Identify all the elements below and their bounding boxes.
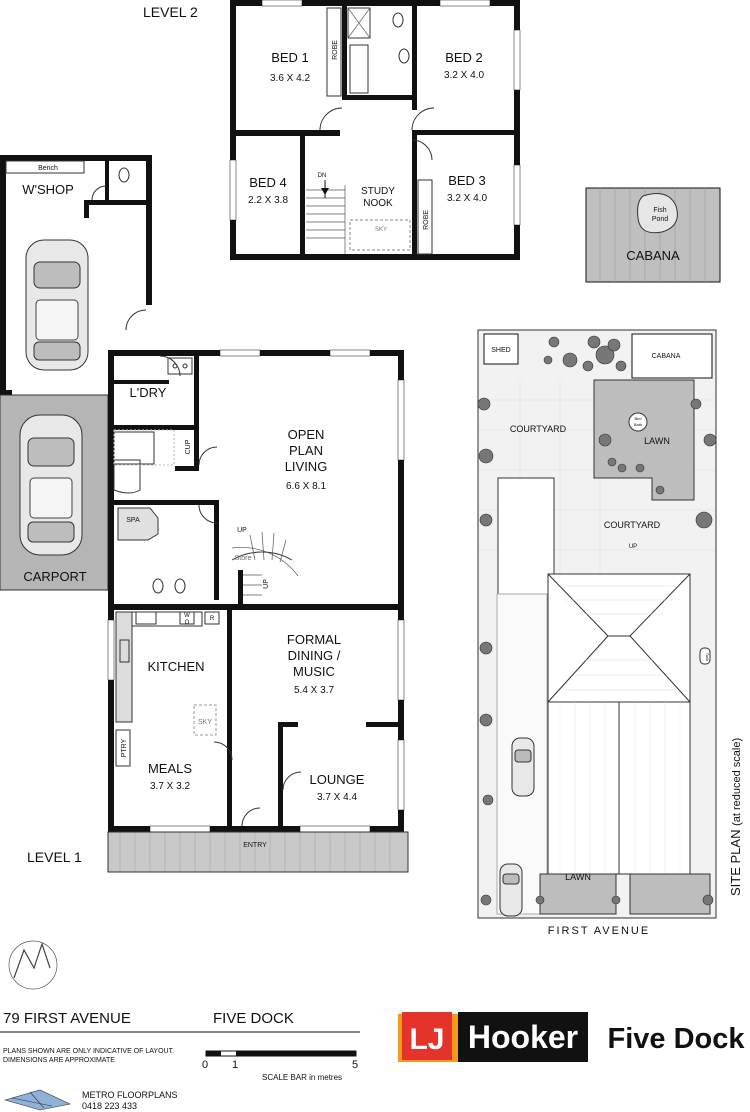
dining-label-1: FORMAL (287, 632, 341, 647)
study-label-2: NOOK (363, 198, 393, 209)
street-label: FIRST AVENUE (548, 925, 650, 937)
drafter-phone: 0418 223 433 (82, 1101, 138, 1111)
suburb-text: FIVE DOCK (213, 1010, 294, 1027)
living-label-1: OPEN (288, 427, 325, 442)
fish-pond-label-1: Fish (653, 207, 666, 214)
living-dim: 6.6 X 8.1 (286, 481, 326, 492)
car-workshop (25, 239, 89, 371)
level1-walls (107, 349, 405, 833)
level2-title: LEVEL 2 (143, 4, 198, 20)
entry-porch (107, 831, 409, 873)
scale-bar (205, 1050, 357, 1057)
bed4-dim: 2.2 X 3.8 (248, 195, 288, 206)
dining-label-2: DINING / (288, 648, 341, 663)
wo-label-2: O (185, 620, 190, 626)
metro-floorplans-logo (3, 1089, 71, 1111)
store-label: Store (235, 555, 252, 562)
ldry-label: L'DRY (130, 385, 167, 400)
disclaimer-line-2: DIMENSIONS ARE APPROXIMATE (3, 1057, 115, 1064)
scale-1: 1 (232, 1059, 238, 1071)
north-arrow-icon (8, 940, 58, 990)
lounge-label: LOUNGE (310, 772, 365, 787)
workshop-walls (0, 155, 152, 395)
bed1-dim: 3.6 X 4.2 (270, 73, 310, 84)
birdbath-label-2: Bath (634, 422, 642, 427)
living-label-2: PLAN (289, 443, 323, 458)
disclaimer-line-1: PLANS SHOWN ARE ONLY INDICATIVE OF LAYOU… (3, 1048, 175, 1055)
cabana-upper-label: CABANA (626, 248, 680, 263)
robe2-label: ROBE (423, 210, 430, 230)
bed3-dim: 3.2 X 4.0 (447, 193, 487, 204)
level1-title: LEVEL 1 (27, 849, 82, 865)
scale-label: SCALE BAR in metres (262, 1073, 343, 1082)
meals-label: MEALS (148, 761, 192, 776)
living-label-3: LIVING (285, 459, 328, 474)
site-up-label: UP (629, 544, 637, 550)
birdbath-label-1: Bird (634, 416, 641, 421)
bed2-label: BED 2 (445, 50, 483, 65)
drafter-name: METRO FLOORPLANS (82, 1090, 178, 1100)
courtyard1-label: COURTYARD (510, 424, 567, 434)
bed3-label: BED 3 (448, 173, 486, 188)
r-label: R (210, 616, 215, 622)
wshop-label: W'SHOP (22, 182, 74, 197)
lj-hooker-logo (398, 1012, 588, 1062)
bed2-dim: 3.2 X 4.0 (444, 70, 484, 81)
bench-label: Bench (38, 165, 58, 172)
ptry-label: PTRY (121, 738, 128, 757)
up-label-2: UP (263, 579, 270, 589)
kitchen-label: KITCHEN (147, 659, 204, 674)
bed1-label: BED 1 (271, 50, 309, 65)
robe1-label: ROBE (332, 40, 339, 60)
site-plan-title: SITE PLAN (at reduced scale) (728, 738, 743, 896)
courtyard2-label: COURTYARD (604, 520, 661, 530)
lawn1-label: LAWN (644, 436, 670, 446)
lawn2-label: LAWN (565, 872, 591, 882)
carport-area (0, 394, 109, 591)
lounge-dim: 3.7 X 4.4 (317, 792, 357, 803)
address-text: 79 FIRST AVENUE (3, 1010, 131, 1027)
tank-label: Tank (705, 653, 710, 661)
fish-pond-label-2: Pond (652, 216, 668, 223)
dining-label-3: MUSIC (293, 664, 335, 679)
spa-label: SPA (126, 517, 140, 524)
bed4-label: BED 4 (249, 175, 287, 190)
lj-logo-text: LJ (409, 1023, 444, 1056)
up-label-1: UP (237, 527, 247, 534)
sky1-label: SKY (198, 719, 212, 726)
cabana-upper (585, 187, 721, 283)
dining-dim: 5.4 X 3.7 (294, 685, 334, 696)
carport-label: CARPORT (23, 569, 86, 584)
scale-0: 0 (202, 1059, 208, 1071)
entry-label: ENTRY (243, 842, 267, 849)
cup-label: CUP (185, 439, 192, 454)
meals-dim: 3.7 X 3.2 (150, 781, 190, 792)
scale-5: 5 (352, 1059, 358, 1071)
hooker-logo-text: Hooker (468, 1019, 578, 1055)
shed-label: SHED (491, 347, 510, 354)
wo-label: W (184, 613, 190, 619)
dn-label: DN (318, 173, 327, 179)
site-cabana-label: CABANA (652, 353, 681, 360)
office-name: Five Dock (608, 1023, 746, 1055)
level2-walls (229, 0, 521, 260)
sky2-label: SKY (375, 227, 387, 233)
study-label-1: STUDY (361, 186, 395, 197)
site-plan (477, 329, 717, 919)
